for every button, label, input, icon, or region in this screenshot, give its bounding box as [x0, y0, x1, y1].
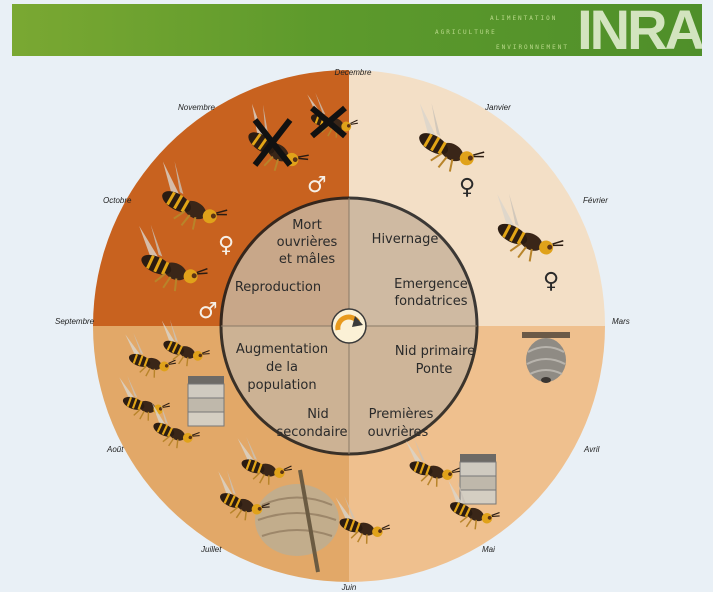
- phase-premieres-line2: ouvrières: [368, 425, 429, 440]
- phase-nid-secondaire-line2: secondaire: [277, 425, 348, 440]
- tagline-alimentation: ALIMENTATION: [490, 15, 558, 22]
- month-novembre: Novembre: [178, 103, 215, 112]
- month-fevrier: Février: [583, 196, 608, 205]
- phase-hivernage: Hivernage: [372, 232, 439, 247]
- phase-mort-line2: ouvrières: [277, 235, 338, 250]
- female-symbol-janvier: ♀: [459, 175, 475, 200]
- month-aout: Août: [106, 445, 124, 454]
- month-septembre: Septembre: [55, 317, 95, 326]
- month-juillet: Juillet: [200, 545, 222, 554]
- phase-emergence-line1: Emergence: [394, 277, 468, 292]
- cross-dead-male-icon: [310, 105, 347, 139]
- phase-augmentation-line1: Augmentation: [236, 342, 328, 357]
- month-mai: Mai: [482, 545, 495, 554]
- male-symbol-novembre: ♂: [307, 173, 327, 198]
- month-octobre: Octobre: [103, 196, 132, 205]
- month-decembre: Decembre: [335, 68, 372, 77]
- inra-logo: INRA: [577, 4, 702, 56]
- male-symbol-septembre: ♂: [198, 299, 218, 324]
- phase-augmentation-line2: de la: [266, 360, 298, 375]
- phase-emergence-line2: fondatrices: [395, 294, 468, 309]
- month-mars: Mars: [612, 317, 630, 326]
- phase-augmentation-line3: population: [247, 378, 316, 393]
- hive-avril: [459, 453, 497, 505]
- month-avril: Avril: [583, 445, 600, 454]
- month-juin: Juin: [341, 583, 357, 592]
- phase-reproduction: Reproduction: [235, 280, 321, 295]
- phase-premieres-line1: Premières: [369, 407, 434, 422]
- tagline-environnement: ENVIRONNEMENT: [496, 44, 569, 51]
- phase-nid-primaire: Nid primaire: [395, 344, 475, 359]
- header-banner: ALIMENTATION AGRICULTURE ENVIRONNEMENT I…: [12, 4, 702, 56]
- cross-dead-worker-icon: [252, 118, 293, 167]
- phase-ponte: Ponte: [416, 362, 453, 377]
- tagline-agriculture: AGRICULTURE: [435, 29, 497, 36]
- hive-aout: [187, 375, 225, 427]
- month-janvier: Janvier: [484, 103, 511, 112]
- center-cycle-icon: [331, 308, 367, 344]
- primary-nest-image: [522, 332, 570, 383]
- secondary-nest-image: [255, 469, 339, 573]
- female-symbol-fevrier: ♀: [543, 269, 559, 294]
- female-symbol-octobre: ♀: [218, 233, 234, 258]
- phase-mort-line3: et mâles: [279, 252, 335, 267]
- phase-nid-secondaire-line1: Nid: [307, 407, 329, 422]
- phase-mort-line1: Mort: [292, 218, 322, 233]
